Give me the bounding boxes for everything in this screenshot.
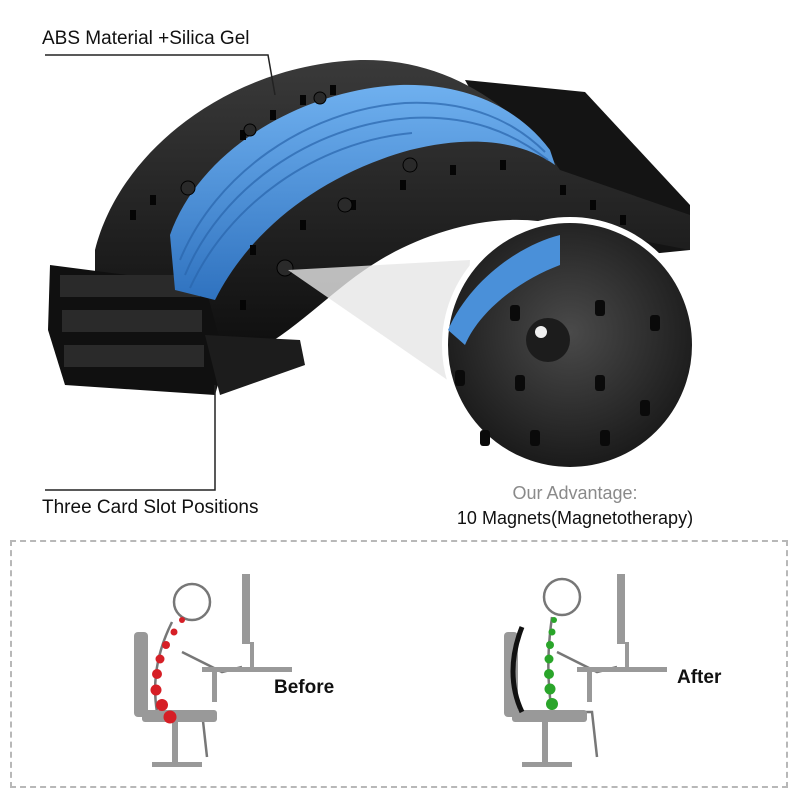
back-stretcher-illustration — [45, 54, 698, 491]
after-label: After — [677, 667, 722, 688]
zoom-connector — [288, 260, 470, 390]
silica-gel-band — [170, 84, 555, 300]
magnet-zoom-detail — [442, 217, 698, 473]
before-spine-dots — [150, 617, 185, 724]
callout-lines — [45, 54, 276, 491]
stretcher-support-arc — [510, 626, 525, 714]
massage-nubs — [130, 85, 626, 310]
before-posture-illustration — [134, 574, 292, 767]
magnet-beads — [180, 91, 418, 277]
material-callout-label: ABS Material +Silica Gel — [42, 28, 250, 49]
card-slot — [64, 345, 204, 367]
after-spine-dots — [544, 617, 558, 710]
before-label: Before — [274, 677, 335, 698]
after-posture-illustration — [504, 574, 667, 767]
card-slot — [60, 275, 200, 297]
advantage-text: 10 Magnets(Magnetotherapy) — [456, 508, 694, 528]
slot-callout-label: Three Card Slot Positions — [42, 497, 259, 518]
card-slot — [62, 310, 202, 332]
advantage-title: Our Advantage: — [512, 483, 638, 503]
before-after-panel: Before After — [10, 540, 788, 788]
